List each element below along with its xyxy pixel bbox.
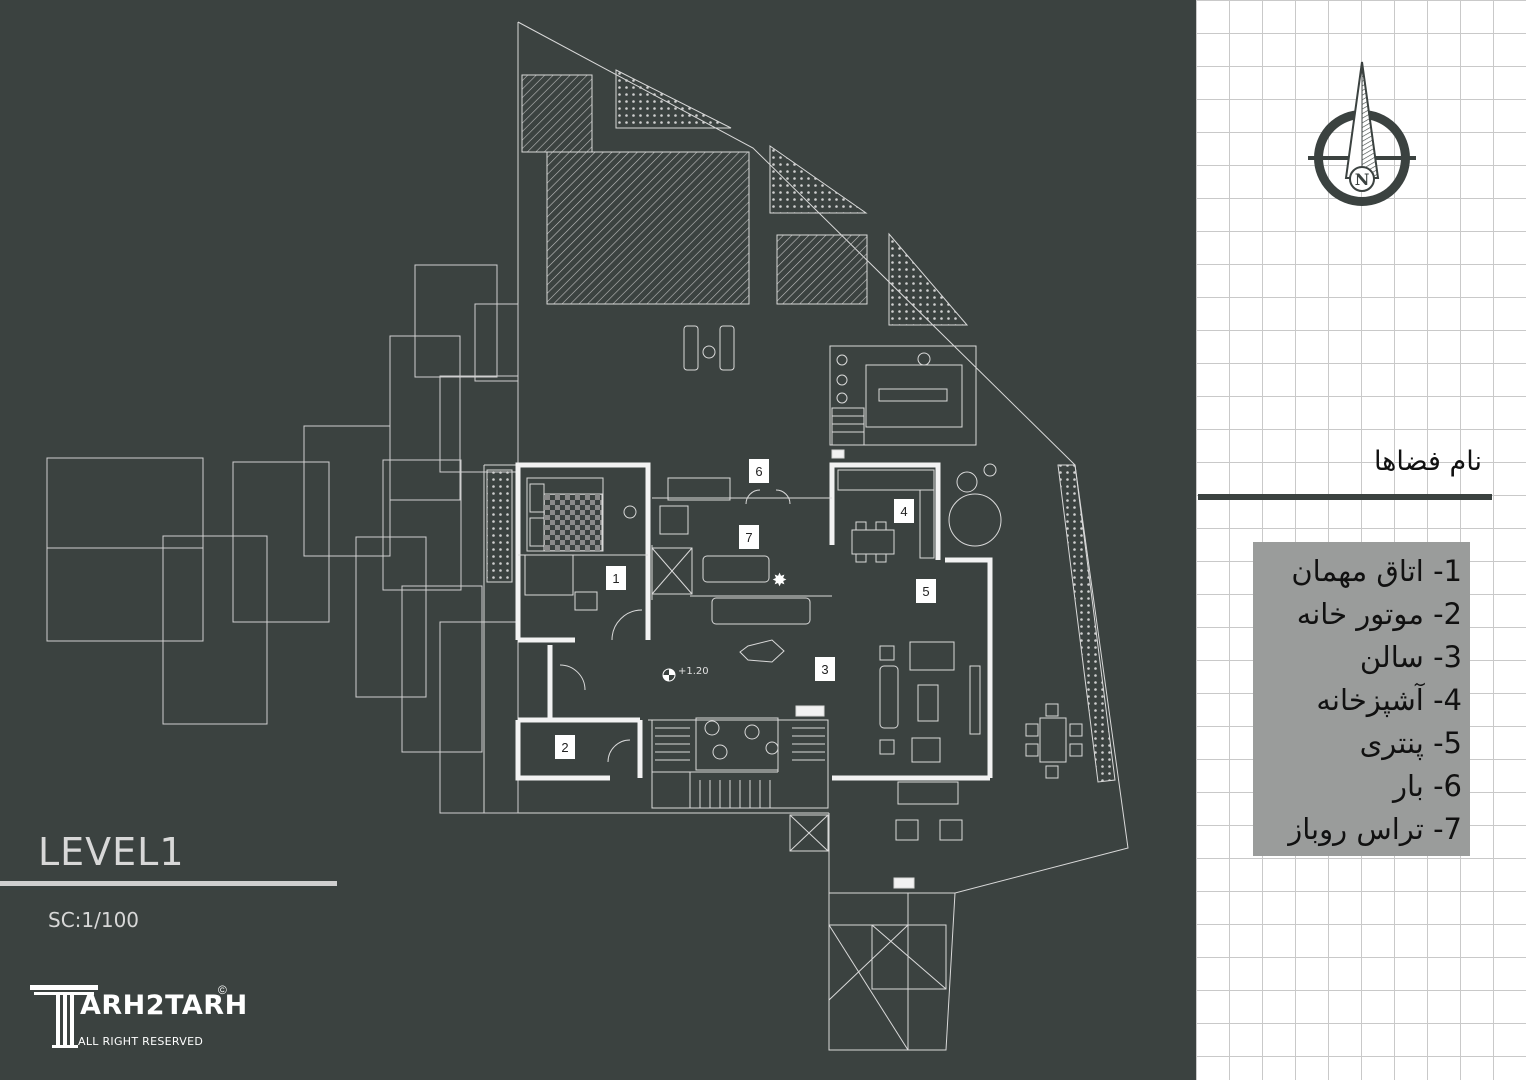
- garden-beds: [486, 69, 1116, 783]
- plants: [704, 463, 997, 760]
- elevation-marker: [662, 668, 676, 682]
- legend-item: 3- سالن: [1359, 640, 1462, 674]
- legend-item: 4- آشپزخانه: [1316, 683, 1462, 717]
- copyright-symbol: ©: [218, 983, 227, 997]
- legend-item: 6- بار: [1392, 769, 1462, 803]
- room-tag-6: 6: [755, 464, 762, 479]
- room-tag-3: 3: [821, 662, 828, 677]
- stairs: [655, 727, 825, 808]
- level-title-underline: [0, 881, 337, 886]
- context-outlines: [46, 264, 519, 814]
- room-tag-1: 1: [612, 571, 619, 586]
- legend-heading-underline: [1198, 494, 1492, 500]
- scale-label: SC:1/100: [48, 908, 140, 932]
- legend-item: 7- تراس روباز: [1288, 812, 1462, 846]
- room-tag-5: 5: [922, 584, 929, 599]
- brand-logo: ARH2TARH ALL RIGHT RESERVED ©: [30, 983, 247, 1053]
- legend-box: 1- اتاق مهمان 2- موتور خانه 3- سالن 4- آ…: [1253, 542, 1470, 856]
- guest-room-furniture: [526, 477, 637, 552]
- compass-label: N: [1355, 170, 1370, 189]
- entrance: [795, 449, 955, 1051]
- floor-plan-drawing: +1.20 ✸ 1 2 3 4 5 6 7: [46, 21, 1129, 1051]
- interior-lines: [518, 489, 832, 809]
- building-walls: [515, 462, 993, 781]
- level-title: LEVEL1: [38, 830, 185, 874]
- kitchen-furniture: [837, 469, 1002, 563]
- legend-item: 1- اتاق مهمان: [1291, 554, 1462, 588]
- legend-heading: نام فضاها: [1373, 446, 1482, 477]
- legend-item: 5- پنتری: [1359, 726, 1462, 760]
- room-tag-4: 4: [900, 504, 907, 519]
- room-tag-2: 2: [561, 740, 568, 755]
- legend-item: 2- موتور خانه: [1296, 597, 1462, 631]
- lounge-chairs: [683, 325, 735, 371]
- outdoor-dining: [1025, 703, 1083, 779]
- room-tag-7: 7: [745, 530, 752, 545]
- north-arrow-icon: N: [1308, 61, 1416, 206]
- living-furniture: [659, 477, 981, 852]
- pillar-icon: [30, 985, 98, 1048]
- logo-wordmark: ARH2TARH: [80, 990, 248, 1021]
- elevation-label: +1.20: [678, 666, 709, 677]
- floor-plan-panel: +1.20 ✸ 1 2 3 4 5 6 7 LEVEL1 SC:1/100: [0, 0, 1196, 1080]
- pool: [829, 345, 977, 446]
- star-marker: ✸: [772, 570, 787, 591]
- stair-planter: [695, 717, 779, 771]
- legend-list: 1- اتاق مهمان 2- موتور خانه 3- سالن 4- آ…: [1253, 550, 1462, 851]
- logo-subtext: ALL RIGHT RESERVED: [78, 1035, 204, 1048]
- room-tags: 1 2 3 4 5 6 7: [555, 459, 936, 759]
